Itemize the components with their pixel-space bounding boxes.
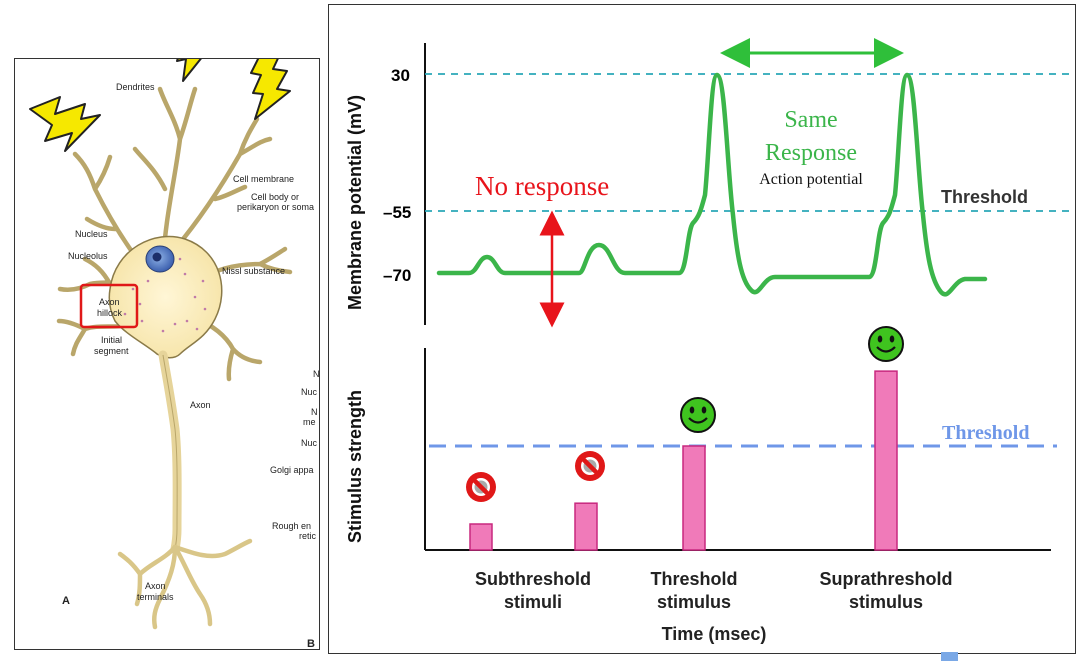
nucleolus (152, 252, 162, 262)
axon-hillock-highlight (79, 283, 139, 329)
label-axon-terminals-1: Axon (145, 581, 166, 591)
no-icon (575, 451, 605, 481)
label-threshold-1: Threshold (650, 569, 737, 589)
cell-body (108, 235, 223, 359)
cropped-label: Rough en (272, 521, 311, 531)
stimulus-y-label: Stimulus strength (345, 390, 365, 543)
tick-minus-70: –70 (383, 266, 411, 285)
membrane-y-label: Membrane potential (mV) (345, 95, 365, 310)
stimulus-bar (682, 445, 706, 551)
axon-terminals (117, 538, 253, 630)
lightning-icon (171, 13, 204, 82)
stimulus-lightning-icons (29, 13, 291, 152)
stimulus-threshold-label: Threshold (942, 422, 1029, 444)
membrane-threshold-label: Threshold (941, 187, 1028, 207)
stimulus-bars (469, 370, 898, 551)
neuron-diagram: Dendrites Cell membrane Cell body or per… (29, 13, 320, 650)
label-axon-hillock-1: Axon (99, 297, 120, 307)
cropped-label: Golgi appa (270, 465, 314, 475)
label-panel-a: A (62, 595, 70, 607)
stimulus-bar (874, 370, 898, 551)
chart-panel: Membrane potential (mV) 30 –55 –70 Thres… (328, 4, 1076, 654)
axon (158, 350, 182, 554)
label-subthreshold-2: stimuli (504, 592, 562, 612)
lightning-icon (29, 96, 101, 152)
label-nissl: Nissl substance (222, 266, 285, 276)
no-icon (466, 472, 496, 502)
label-axon: Axon (190, 400, 211, 410)
neuron-diagram-panel: Dendrites Cell membrane Cell body or per… (14, 13, 320, 650)
label-axon-hillock-2: hillock (97, 308, 123, 318)
label-cell-body-2: perikaryon or soma (237, 202, 314, 212)
tick-30: 30 (391, 66, 410, 85)
same-response-label-2: Response (765, 140, 857, 166)
label-panel-b: B (307, 638, 315, 650)
smiley-icon (868, 326, 904, 362)
label-cell-body-1: Cell body or (251, 192, 299, 202)
cropped-label: Nuc (301, 438, 318, 448)
label-subthreshold-1: Subthreshold (475, 569, 591, 589)
smiley-icon (680, 397, 716, 433)
label-suprathreshold-1: Suprathreshold (819, 569, 952, 589)
stimulus-bar (574, 502, 598, 551)
cropped-label: me (303, 417, 316, 427)
stimulus-bar (469, 523, 493, 551)
lightning-icon (250, 48, 291, 120)
label-initial-segment-2: segment (94, 346, 129, 356)
decorative-square (941, 652, 958, 661)
label-threshold-2: stimulus (657, 592, 731, 612)
tick-minus-55: –55 (383, 203, 411, 222)
charts-svg: Membrane potential (mV) 30 –55 –70 Thres… (345, 38, 1074, 644)
label-cell-membrane: Cell membrane (233, 174, 294, 184)
label-dendrites: Dendrites (116, 82, 155, 92)
stimulus-strength-chart: Stimulus strength Threshold (345, 326, 1057, 644)
membrane-potential-trace (436, 72, 988, 297)
label-axon-terminals-2: terminals (137, 592, 174, 602)
label-initial-segment-1: Initial (101, 335, 122, 345)
no-response-label: No response (475, 171, 609, 201)
label-nucleus: Nucleus (75, 229, 108, 239)
label-nucleolus: Nucleolus (68, 251, 108, 261)
cropped-label: N (311, 407, 318, 417)
x-axis-label: Time (msec) (662, 624, 767, 644)
cropped-label: N (313, 369, 320, 379)
cropped-label: Nuc (301, 387, 318, 397)
cropped-label: retic (299, 531, 317, 541)
membrane-potential-chart: Membrane potential (mV) 30 –55 –70 Thres… (345, 38, 1074, 328)
action-potential-label: Action potential (759, 171, 863, 188)
same-response-label-1: Same (784, 107, 837, 133)
label-suprathreshold-2: stimulus (849, 592, 923, 612)
